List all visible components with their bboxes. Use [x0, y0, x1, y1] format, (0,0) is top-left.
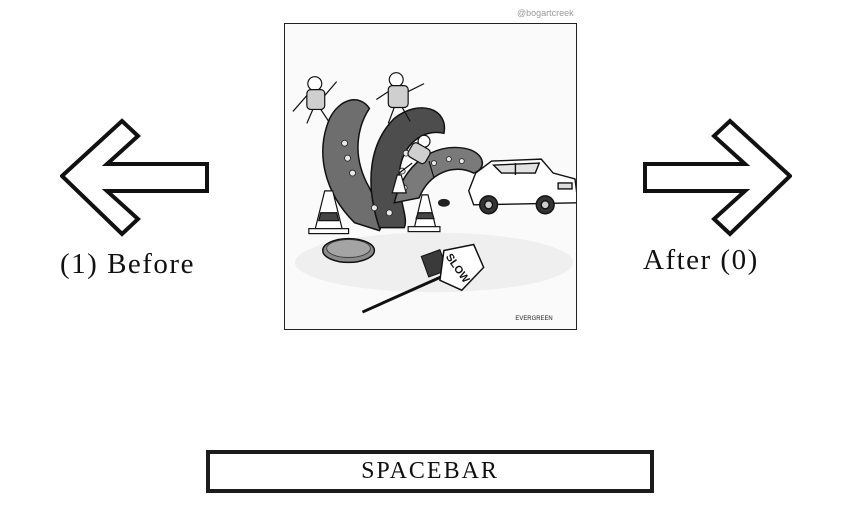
- next-arrow-button[interactable]: [642, 118, 792, 238]
- left-arrow-icon: [60, 118, 209, 237]
- previous-arrow-button[interactable]: [60, 118, 210, 238]
- image-credit: @bogartcreek: [517, 8, 574, 18]
- spacebar-button[interactable]: SPACEBAR: [206, 450, 654, 493]
- after-label[interactable]: After (0): [643, 244, 759, 276]
- right-arrow-icon: [643, 118, 792, 237]
- cartoon-image: SLOW EVERGREEN: [284, 23, 577, 330]
- artist-signature: EVERGREEN: [515, 316, 552, 322]
- before-label[interactable]: (1) Before: [60, 248, 195, 280]
- cartoon-illustration: SLOW EVERGREEN: [285, 24, 576, 329]
